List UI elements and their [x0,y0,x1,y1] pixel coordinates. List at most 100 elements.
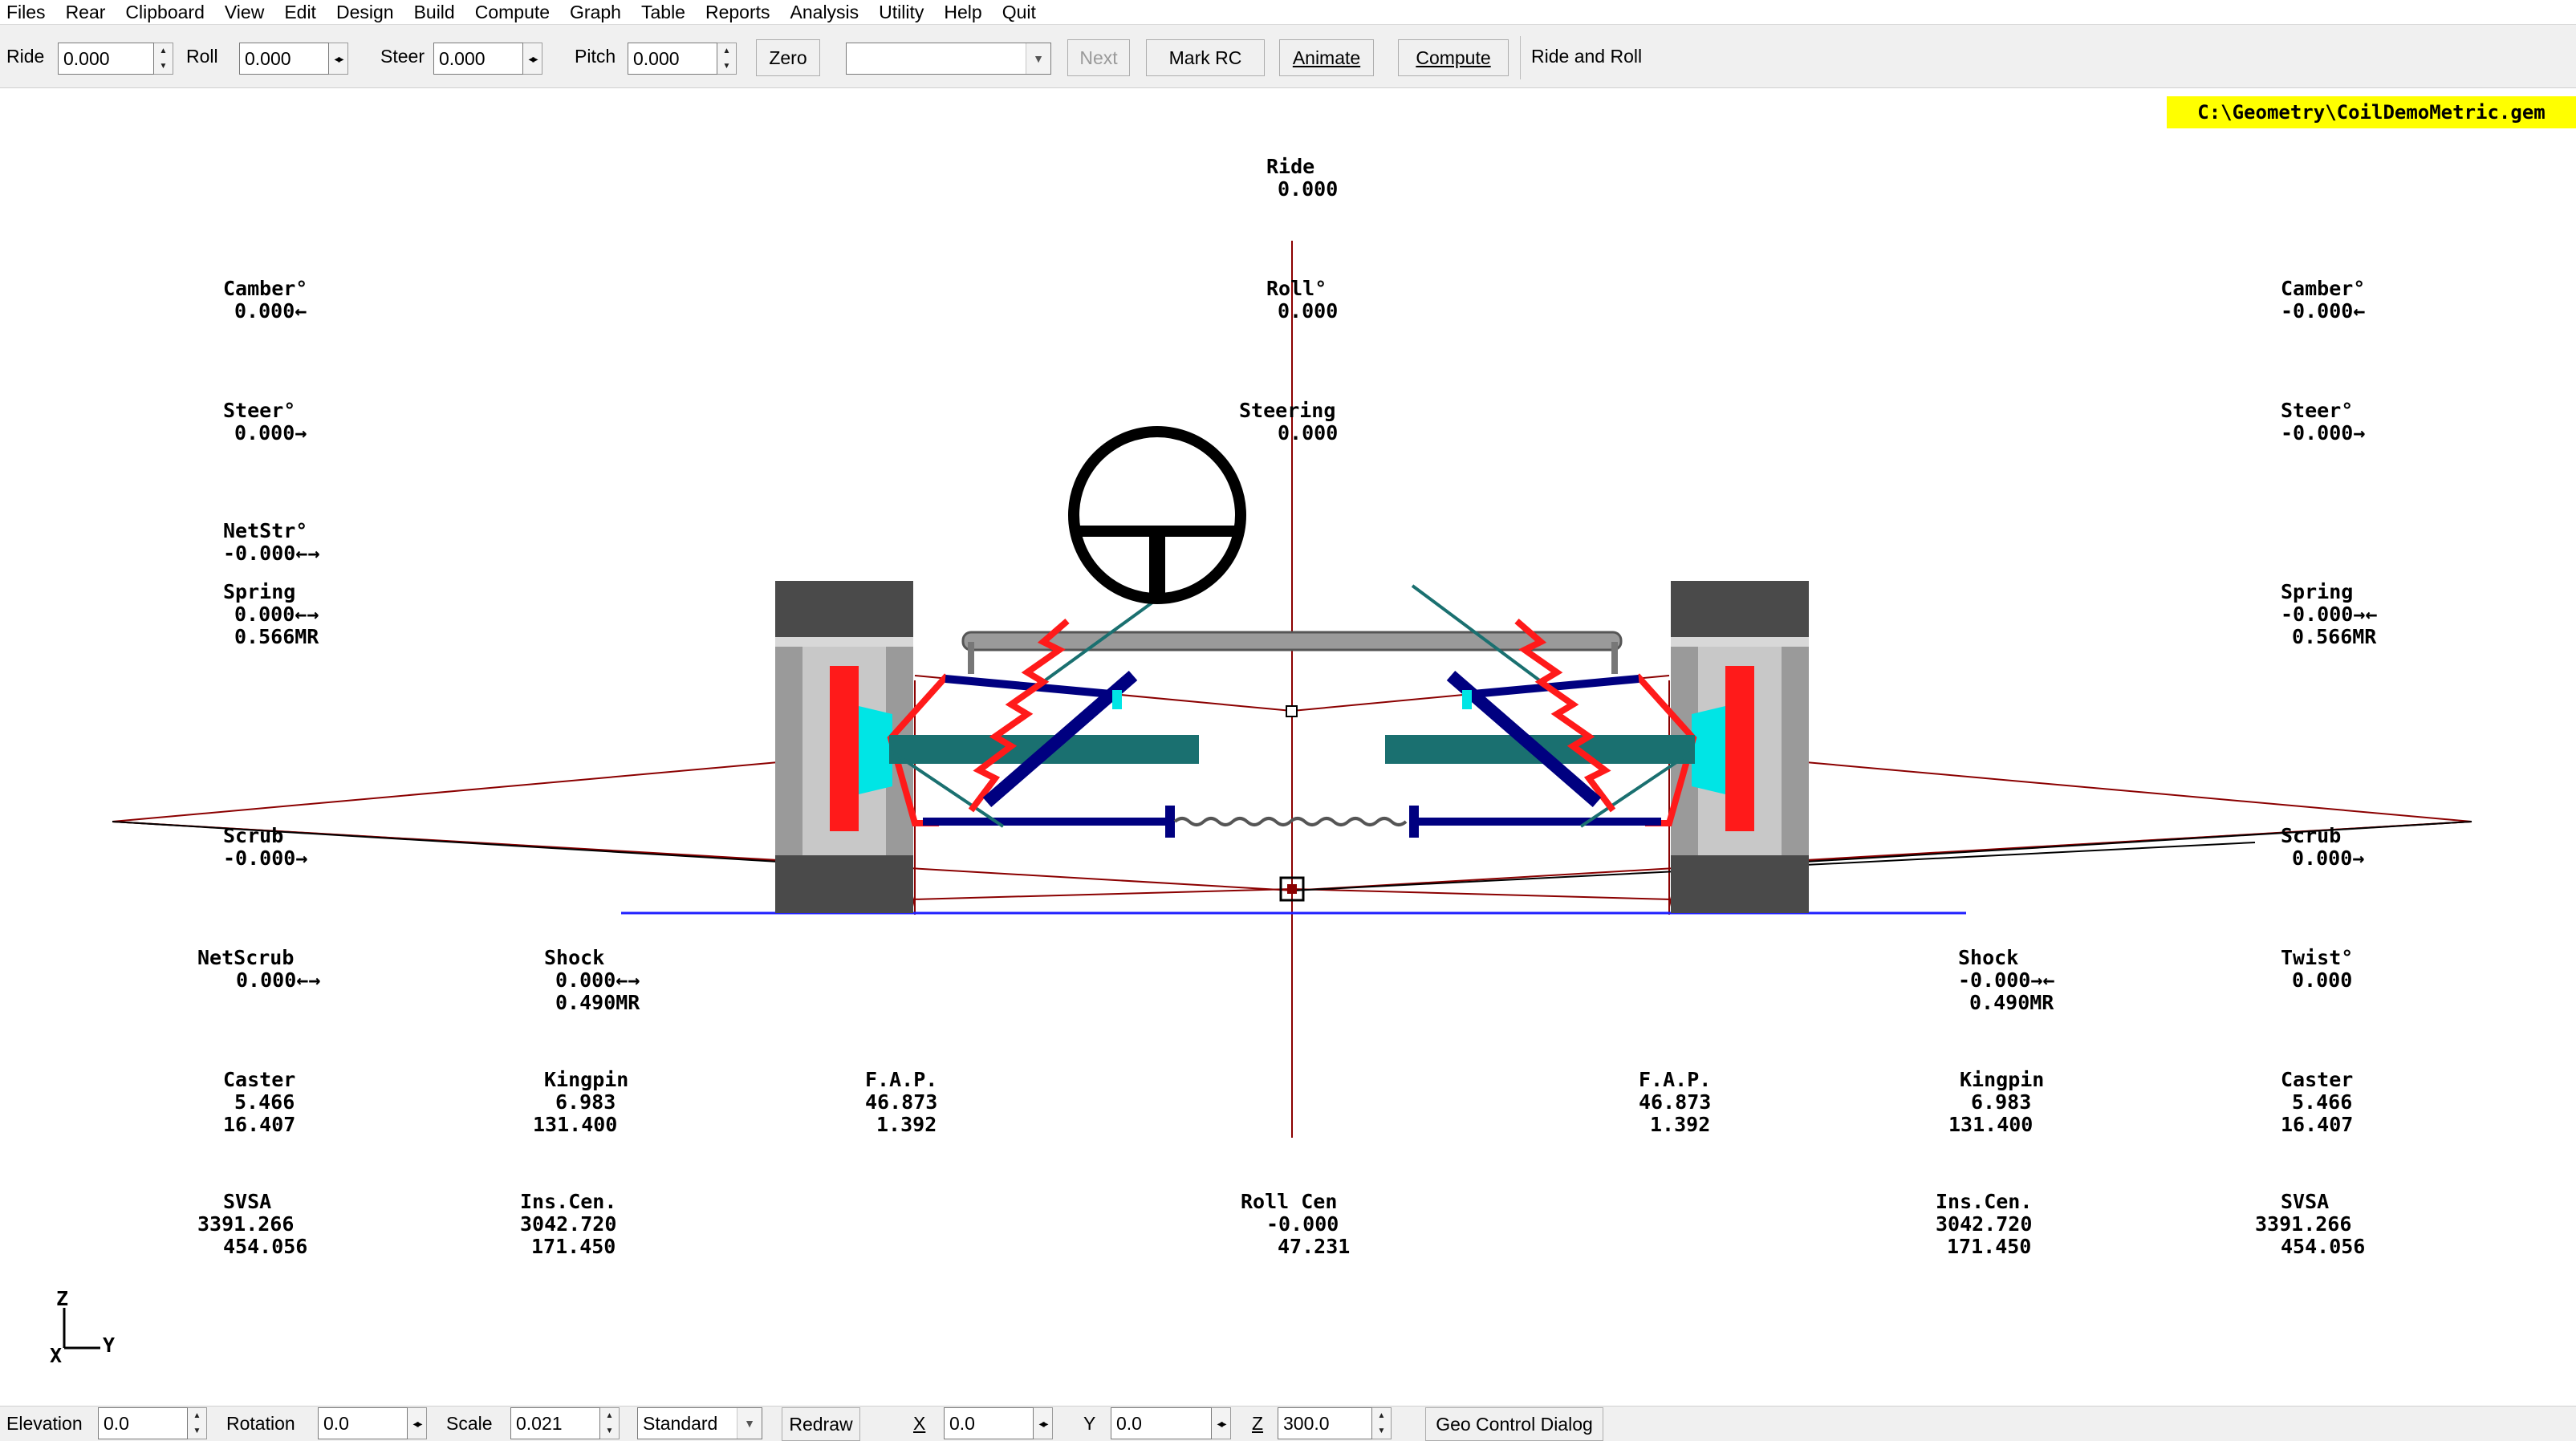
right-shock [1446,670,1602,808]
shock-right-readout: Shock-0.000→←0.490MR [1958,946,2055,1014]
pitch-input[interactable]: 0.000 [628,43,717,75]
rotation-input[interactable]: 0.0 [318,1407,408,1439]
compute-button[interactable]: Compute [1398,39,1509,76]
left-tire [775,581,913,913]
steer-left-readout: Steer°0.000→ [223,399,307,444]
menu-quit[interactable]: Quit [1002,2,1036,22]
steer-label: Steer [380,46,425,67]
menu-design[interactable]: Design [335,2,394,22]
ride-updown[interactable]: ▲▼ [154,43,173,75]
menu-bar: Files Rear Clipboard View Edit Design Bu… [0,0,2576,24]
file-path-badge: C:\Geometry\CoilDemoMetric.gem [2167,96,2576,128]
next-button-label: Next [1079,47,1118,68]
y-spinner[interactable]: 0.0 ◂▸ [1111,1407,1231,1439]
x-label: X [913,1413,926,1434]
z-spinner[interactable]: 300.0 ▲▼ [1278,1407,1392,1439]
steer-spinner[interactable]: 0.000 ◂▸ [433,43,542,75]
spring-right-readout: Spring-0.000→←0.566MR [2281,580,2378,648]
mode-combo[interactable]: ▼ [846,43,1051,75]
steer-right-readout: Steer°-0.000→ [2281,399,2366,444]
menu-reports[interactable]: Reports [705,2,770,22]
menu-clipboard[interactable]: Clipboard [125,2,205,22]
pitch-spinner[interactable]: 0.000 ▲▼ [628,43,737,75]
rotation-label: Rotation [226,1413,295,1434]
status-text: Ride and Roll [1531,46,1643,67]
view-mode-value: Standard [643,1413,718,1434]
steering-wheel-icon [1068,426,1246,604]
y-scroll-arrows[interactable]: ◂▸ [1212,1407,1231,1439]
menu-files[interactable]: Files [6,2,46,22]
ride-spinner[interactable]: 0.000 ▲▼ [58,43,173,75]
pitch-updown[interactable]: ▲▼ [717,43,737,75]
pitch-label: Pitch [575,46,616,67]
z-input[interactable]: 300.0 [1278,1407,1372,1439]
elevation-updown[interactable]: ▲▼ [188,1407,207,1439]
scale-spinner[interactable]: 0.021 ▲▼ [510,1407,620,1439]
elevation-input[interactable]: 0.0 [98,1407,188,1439]
mark-rc-button[interactable]: Mark RC [1146,39,1265,76]
menu-utility[interactable]: Utility [879,2,924,22]
rotation-scroll-arrows[interactable]: ◂▸ [408,1407,427,1439]
menu-table[interactable]: Table [640,2,685,22]
redraw-button[interactable]: Redraw [782,1407,860,1441]
chassis-bar [961,631,1623,651]
right-tire [1671,581,1809,913]
zero-button[interactable]: Zero [756,39,820,76]
compute-label: Compute [1416,47,1491,68]
steer-input[interactable]: 0.000 [433,43,523,75]
rotation-spinner[interactable]: 0.0 ◂▸ [318,1407,427,1439]
scrub-left-readout: Scrub-0.000→ [223,824,308,870]
geo-control-dialog-button[interactable]: Geo Control Dialog [1425,1407,1603,1441]
roll-center-marker-top [1286,705,1298,717]
axis-x-label: X [50,1344,63,1367]
menu-analysis[interactable]: Analysis [790,2,859,22]
chevron-down-icon[interactable]: ▼ [1026,43,1050,74]
menu-graph[interactable]: Graph [570,2,621,22]
menu-view[interactable]: View [224,2,265,22]
zero-button-label: Zero [769,47,807,68]
right-coil-spring [1514,618,1616,813]
z-updown[interactable]: ▲▼ [1372,1407,1392,1439]
x-input[interactable]: 0.0 [944,1407,1034,1439]
roll-scroll-arrows[interactable]: ◂▸ [329,43,348,75]
x-scroll-arrows[interactable]: ◂▸ [1034,1407,1053,1439]
menu-help[interactable]: Help [944,2,982,22]
ride-label: Ride [6,46,45,67]
ride-input[interactable]: 0.000 [58,43,154,75]
animate-label: Animate [1292,47,1361,68]
roll-readout: Roll°0.000 [1266,277,1339,323]
chevron-down-icon[interactable]: ▼ [737,1408,762,1439]
camber-right-readout: Camber°-0.000← [2281,277,2366,323]
left-shock [982,670,1138,808]
menu-rear[interactable]: Rear [65,2,106,22]
roll-spinner[interactable]: 0.000 ◂▸ [239,43,348,75]
elevation-spinner[interactable]: 0.0 ▲▼ [98,1407,207,1439]
scale-label: Scale [446,1413,493,1434]
scale-updown[interactable]: ▲▼ [600,1407,620,1439]
x-spinner[interactable]: 0.0 ◂▸ [944,1407,1053,1439]
menu-compute[interactable]: Compute [474,2,551,22]
y-input[interactable]: 0.0 [1111,1407,1212,1439]
next-button[interactable]: Next [1067,39,1130,76]
axis-z-label: Z [56,1287,69,1310]
view-control-bar: Elevation 0.0 ▲▼ Rotation 0.0 ◂▸ Scale 0… [0,1406,2576,1441]
menu-edit[interactable]: Edit [284,2,316,22]
roll-input[interactable]: 0.000 [239,43,329,75]
steer-scroll-arrows[interactable]: ◂▸ [523,43,542,75]
camber-left-readout: Camber°0.000← [223,277,308,323]
menu-build[interactable]: Build [413,2,455,22]
axis-triad [63,1308,100,1350]
scale-input[interactable]: 0.021 [510,1407,600,1439]
view-mode-combo[interactable]: Standard ▼ [637,1407,762,1439]
left-coil-spring [968,618,1070,813]
animate-button[interactable]: Animate [1279,39,1374,76]
